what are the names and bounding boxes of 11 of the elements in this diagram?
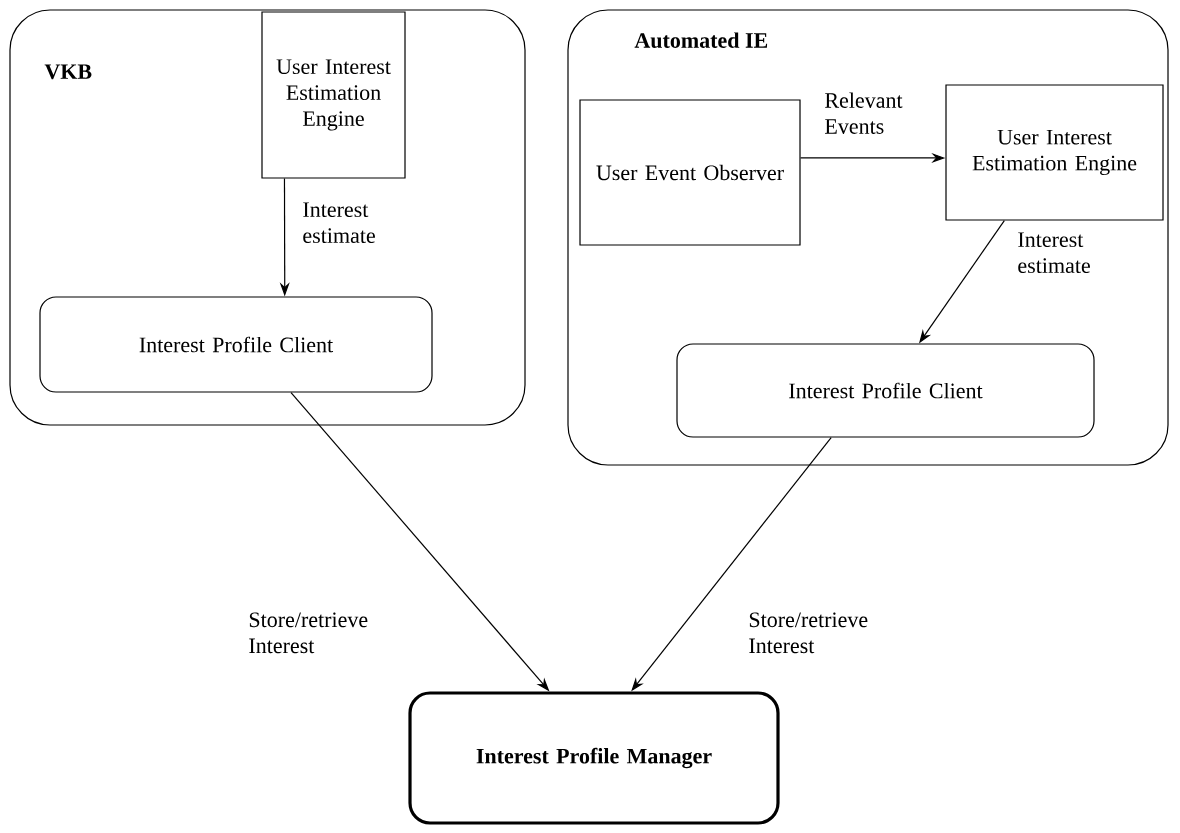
rounded-box: Interest Profile Client	[39, 296, 433, 393]
process-box: User Interest Estimation Engine	[261, 11, 406, 179]
edge-label: Relevant Events	[825, 92, 903, 134]
edge-label: Interest estimate	[303, 202, 375, 243]
edge-label: Store/retrieve Interest	[749, 612, 868, 654]
edge-label: Store/retrieve Interest	[249, 612, 368, 654]
rounded-box: Interest Profile Manager	[408, 691, 780, 825]
rounded-box: Interest Profile Client	[676, 343, 1095, 438]
edge-label: Interest estimate	[1018, 232, 1090, 273]
process-box: User Event Observer	[579, 99, 801, 246]
process-box: User Interest Estimation Engine	[945, 84, 1164, 221]
